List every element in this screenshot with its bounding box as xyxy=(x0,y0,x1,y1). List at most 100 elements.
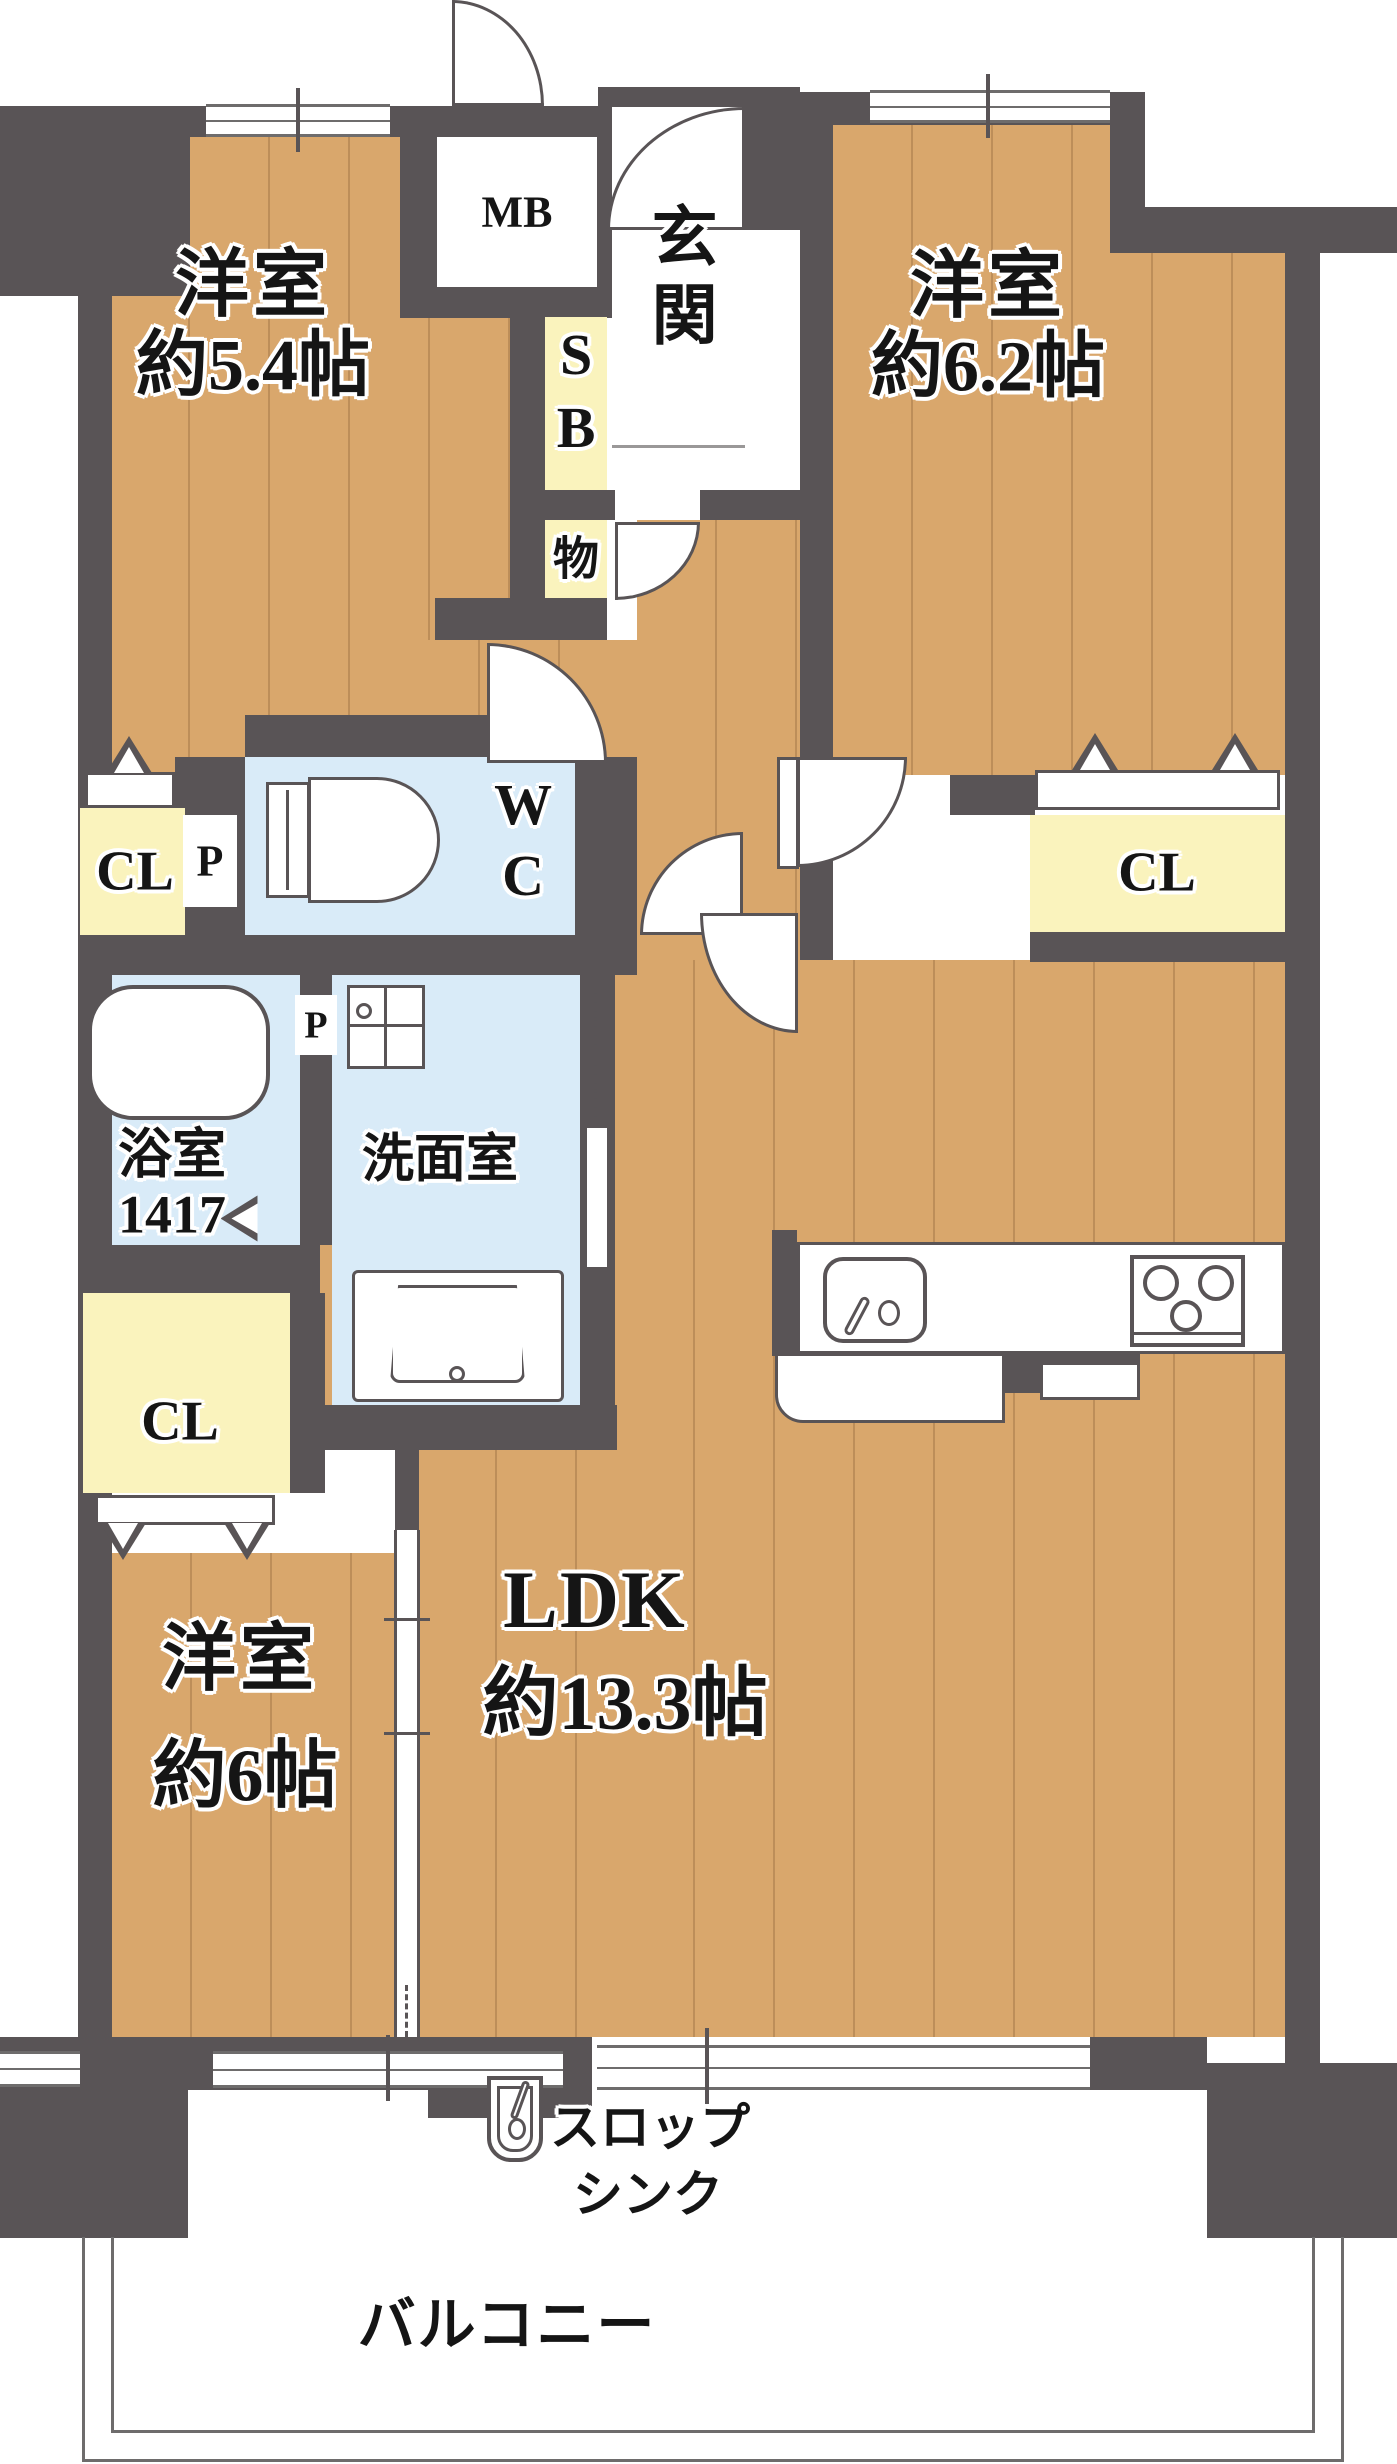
label-ldk-name: LDK xyxy=(503,1554,687,1646)
wall-under-storage xyxy=(435,598,607,640)
toilet-tank-line xyxy=(286,790,289,890)
window-62-top xyxy=(870,90,1110,123)
stove-burner-3 xyxy=(1170,1300,1202,1332)
cl2-door-bar xyxy=(95,1495,275,1525)
label-western-54-name: 洋室 xyxy=(175,244,331,327)
label-western-62-name: 洋室 xyxy=(910,245,1066,328)
cl1-door-bar xyxy=(85,772,175,808)
partition-tick-2 xyxy=(384,1732,430,1735)
wall-top-left-block xyxy=(0,106,190,296)
toilet-bowl xyxy=(308,777,440,903)
closet-1 xyxy=(80,808,185,935)
balcony-inner-rail xyxy=(111,2237,1315,2433)
genkan-step-line xyxy=(612,445,745,448)
wall-entrance-lintel xyxy=(598,87,748,107)
closet-2 xyxy=(83,1293,290,1493)
stove-burner-2 xyxy=(1198,1265,1234,1301)
label-slop-sink-1: スロップ xyxy=(550,2099,750,2156)
pipe-space-2 xyxy=(295,995,337,1055)
exterior-notch xyxy=(1145,0,1397,207)
cl62-fold-triangle-a xyxy=(1072,733,1118,770)
floor-western-62-main xyxy=(833,253,1285,775)
washroom-slider-panel xyxy=(584,1125,610,1270)
washer-pan-drain xyxy=(356,1003,372,1019)
partition-dash xyxy=(405,1985,408,2037)
cl62-fold-triangle-b xyxy=(1212,733,1258,770)
label-western-6-name: 洋室 xyxy=(162,1618,318,1701)
label-western-54-size: 約5.4帖 xyxy=(135,325,371,406)
kitchen-cupboard xyxy=(1040,1362,1140,1400)
label-pipe-1: P xyxy=(196,836,224,886)
floor-western-54-upper xyxy=(190,137,400,317)
wall-under-cl62 xyxy=(1030,932,1285,962)
wall-bath-bottom xyxy=(78,1245,320,1293)
kitchen-sink xyxy=(823,1257,927,1343)
label-entrance: 玄関 xyxy=(641,202,715,358)
pipe-space-1 xyxy=(183,815,237,907)
window-54-tick xyxy=(296,88,300,152)
bathtub xyxy=(88,985,270,1120)
window-ldk-bottom xyxy=(597,2045,1090,2090)
cl62-door-bar xyxy=(1035,770,1280,810)
balcony-outer-rail xyxy=(82,2237,1344,2462)
mb-door-arc xyxy=(452,0,544,106)
label-ldk-size: 約13.3帖 xyxy=(482,1662,768,1747)
wall-entrance-pillar xyxy=(745,87,800,230)
floor-ldk-southwest xyxy=(417,1450,615,2037)
label-closet-1: CL xyxy=(96,840,174,903)
label-shoe-box: SB xyxy=(543,322,609,468)
label-closet-62: CL xyxy=(1118,841,1196,904)
window-6-bottom-left xyxy=(0,2051,80,2087)
meter-box xyxy=(437,137,597,287)
storage-box xyxy=(545,520,607,598)
wall-slider-top-stub xyxy=(395,1450,419,1535)
cl2-fold-triangle-a xyxy=(100,1523,146,1560)
wall-right xyxy=(1285,207,1320,2063)
wall-sb-left xyxy=(510,318,545,640)
label-storage: 物 xyxy=(553,533,599,585)
door-arc-western-62 xyxy=(797,757,907,867)
label-slop-sink-2: シンク xyxy=(573,2166,723,2223)
wall-62-bottom xyxy=(950,775,1035,815)
closet-62 xyxy=(1030,815,1285,932)
label-western-6-size: 約6帖 xyxy=(152,1735,338,1818)
wall-notch-vertical xyxy=(1110,92,1145,253)
vanity-drain xyxy=(449,1366,465,1382)
floor-western-62-upper xyxy=(833,125,1110,253)
kitchen-island xyxy=(775,1353,1005,1423)
wall-bottom-right-block xyxy=(1207,2063,1397,2238)
label-closet-2: CL xyxy=(141,1390,219,1453)
stove-front-line xyxy=(1130,1332,1245,1335)
label-balcony: バルコニー xyxy=(357,2292,657,2358)
label-washroom: 洗面室 xyxy=(361,1131,519,1189)
wall-notch-bar xyxy=(1145,207,1397,253)
wall-bottom-left-block xyxy=(0,2090,188,2238)
wall-cl2-right xyxy=(290,1293,325,1493)
washer-pan-hline xyxy=(347,1024,425,1027)
wall-left xyxy=(78,296,112,2037)
partition-6-ldk xyxy=(394,1530,420,2037)
wall-wc-right xyxy=(575,757,637,935)
wall-kitchen-stub xyxy=(772,1230,797,1356)
washroom-slider-track xyxy=(594,985,597,1125)
label-western-62-size: 約6.2帖 xyxy=(870,326,1106,407)
window-ldk-tick xyxy=(705,2028,709,2104)
door-leaf-western-62 xyxy=(777,757,799,869)
washer-pan-vline xyxy=(384,985,387,1069)
label-bathroom-size: 1417 xyxy=(118,1184,226,1245)
window-62-tick xyxy=(986,74,990,138)
bath-door-arrow xyxy=(221,1196,258,1242)
stove-burner-1 xyxy=(1143,1265,1179,1301)
shoe-box xyxy=(545,317,607,490)
label-wc: WC xyxy=(490,772,556,914)
cl1-fold-triangle xyxy=(106,736,152,773)
wall-bath-top xyxy=(112,935,637,975)
label-pipe-2: P xyxy=(304,1004,328,1047)
slop-sink-faucet xyxy=(508,2118,526,2140)
label-bathroom-name: 浴室 xyxy=(118,1124,226,1185)
floor-ldk-main xyxy=(615,960,1285,2037)
window-6-tick xyxy=(386,2035,390,2101)
label-meter-box: MB xyxy=(481,187,553,237)
wall-genkan-bottom-a xyxy=(545,490,615,520)
